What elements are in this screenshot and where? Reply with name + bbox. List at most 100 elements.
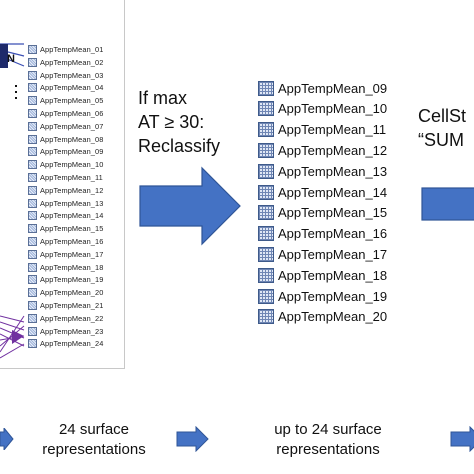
layer-list-item[interactable]: AppTempMean_17 [28, 248, 103, 261]
raster-layer-icon [28, 121, 37, 131]
layer-list-item[interactable]: AppTempMean_14 [28, 209, 103, 222]
raster-layer-icon [258, 288, 274, 304]
layer-list-item[interactable]: AppTempMean_24 [28, 337, 103, 350]
reclassified-layer-item[interactable]: AppTempMean_12 [258, 140, 387, 160]
raster-layer-icon [28, 160, 37, 170]
layer-name: AppTempMean_15 [40, 224, 104, 234]
layer-list-item[interactable]: AppTempMean_07 [28, 120, 103, 133]
layer-list-item[interactable]: AppTempMean_02 [28, 56, 103, 69]
layer-name: AppTempMean_01 [40, 45, 104, 54]
raster-layer-icon [258, 246, 274, 262]
raster-layer-icon [258, 205, 274, 221]
layer-name: AppTempMean_21 [40, 301, 104, 310]
footer-arrow-icon-1 [0, 428, 14, 450]
raster-layer-icon [28, 275, 37, 285]
footer-label-mid: up to 24 surface representations [256, 420, 400, 460]
layer-list-item[interactable]: AppTempMean_15 [28, 222, 103, 235]
layer-name: AppTempMean_03 [40, 70, 104, 80]
reclassified-layer-item[interactable]: AppTempMean_13 [258, 161, 387, 181]
layer-name: AppTempMean_19 [278, 288, 388, 304]
layer-name: AppTempMean_22 [40, 313, 104, 323]
layer-name: AppTempMean_12 [278, 142, 388, 158]
raster-layer-icon [28, 173, 37, 182]
reclassified-layer-item[interactable]: AppTempMean_09 [258, 78, 387, 98]
footer-mid-line-1: up to 24 surface [274, 421, 382, 438]
layer-name: AppTempMean_14 [278, 184, 388, 200]
layer-list-item[interactable]: AppTempMean_21 [28, 299, 103, 312]
reclassify-arrow-icon [139, 166, 241, 246]
reclassified-layer-item[interactable]: AppTempMean_18 [258, 265, 387, 285]
layer-list-item[interactable]: AppTempMean_10 [28, 158, 103, 171]
raster-layer-icon [258, 142, 274, 158]
reclassified-layer-item[interactable]: AppTempMean_10 [258, 99, 387, 119]
raster-layer-icon [28, 45, 37, 54]
layer-list-item[interactable]: AppTempMean_18 [28, 261, 103, 274]
reclassified-layer-item[interactable]: AppTempMean_17 [258, 244, 387, 264]
reclassified-layer-item[interactable]: AppTempMean_15 [258, 203, 387, 223]
layer-list-item[interactable]: AppTempMean_12 [28, 184, 103, 197]
cellstat-line-2: “SUM [418, 130, 464, 150]
layer-list-item[interactable]: AppTempMean_05 [28, 94, 103, 107]
layer-name: AppTempMean_15 [278, 205, 388, 221]
layer-name: AppTempMean_20 [40, 288, 104, 298]
layer-list-item[interactable]: AppTempMean_22 [28, 312, 103, 325]
raster-layer-icon [28, 134, 37, 144]
layer-name: AppTempMean_02 [40, 57, 104, 67]
layer-name: AppTempMean_13 [40, 198, 104, 208]
layer-name: AppTempMean_16 [40, 237, 104, 246]
raster-layer-icon [28, 83, 37, 93]
layer-name: AppTempMean_06 [40, 109, 104, 118]
reclassified-layer-item[interactable]: AppTempMean_20 [258, 307, 387, 327]
raster-layer-icon [258, 122, 274, 138]
reclassified-layer-item[interactable]: AppTempMean_16 [258, 224, 387, 244]
footer-left-line-1: 24 surface [58, 421, 130, 438]
footer-arrow-icon-2 [176, 426, 209, 452]
condition-line-2: AT ≥ 30: [138, 112, 205, 132]
footer-left-line-2: representations [42, 441, 146, 458]
layer-name: AppTempMean_16 [278, 226, 388, 242]
layer-list-item[interactable]: AppTempMean_01 [28, 43, 103, 56]
raster-layer-icon [28, 96, 37, 106]
footer-mid-line-2: representations [276, 441, 380, 458]
layer-name: AppTempMean_24 [40, 339, 104, 349]
layer-list-item[interactable]: AppTempMean_23 [28, 325, 103, 338]
layer-name: AppTempMean_17 [40, 249, 104, 259]
footer-arrow-icon-3 [450, 426, 474, 452]
reclassified-layer-item[interactable]: AppTempMean_19 [258, 286, 387, 306]
raster-layer-icon [28, 249, 37, 259]
raster-layer-icon [258, 184, 274, 200]
raster-layer-icon [28, 237, 37, 246]
layer-name: AppTempMean_14 [40, 211, 104, 221]
layer-list-item[interactable]: AppTempMean_08 [28, 133, 103, 146]
layer-list-item[interactable]: AppTempMean_11 [28, 171, 103, 184]
layer-name: AppTempMean_11 [278, 122, 387, 138]
layer-name: AppTempMean_09 [40, 147, 104, 157]
reclassified-layer-item[interactable]: AppTempMean_14 [258, 182, 387, 202]
cellstat-text: CellSt “SUM [418, 104, 466, 152]
layer-list-item[interactable]: AppTempMean_09 [28, 145, 103, 158]
raster-layer-icon [28, 326, 37, 336]
raster-layer-icon [28, 147, 37, 157]
raster-layer-icon [258, 226, 274, 242]
layer-name: AppTempMean_20 [278, 309, 388, 325]
condition-text: If max AT ≥ 30: Reclassify [138, 86, 220, 158]
layer-list-item[interactable]: AppTempMean_20 [28, 286, 103, 299]
layer-name: AppTempMean_18 [278, 267, 388, 283]
layer-name: AppTempMean_19 [40, 275, 104, 285]
layer-name: AppTempMean_08 [40, 134, 104, 144]
layer-name: AppTempMean_13 [278, 163, 388, 179]
raster-layer-icon [258, 101, 274, 117]
layer-list-item[interactable]: AppTempMean_06 [28, 107, 103, 120]
layer-list-item[interactable]: AppTempMean_16 [28, 235, 103, 248]
layer-list-item[interactable]: AppTempMean_13 [28, 197, 103, 210]
raster-layer-icon [28, 301, 37, 310]
condition-line-1: If max [138, 88, 188, 108]
reclassified-layer-item[interactable]: AppTempMean_11 [258, 120, 386, 140]
raster-layer-icon [28, 70, 37, 80]
raster-layer-icon [258, 163, 274, 179]
layer-list-item[interactable]: AppTempMean_19 [28, 273, 103, 286]
cellstat-arrow-icon [421, 187, 474, 221]
layer-list-item[interactable]: AppTempMean_04 [28, 81, 103, 94]
layer-list-item[interactable]: AppTempMean_03 [28, 69, 103, 82]
raster-layer-icon [28, 57, 37, 67]
